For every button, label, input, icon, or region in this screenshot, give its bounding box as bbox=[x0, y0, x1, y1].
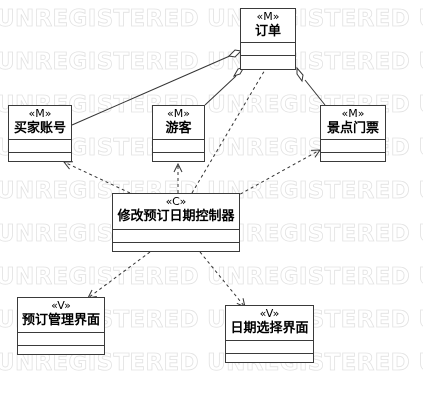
class-booking-management-ui[interactable]: «V» 预订管理界面 bbox=[17, 297, 105, 355]
class-order[interactable]: «M» 订单 bbox=[240, 8, 296, 70]
class-header: «M» 买家账号 bbox=[9, 106, 71, 140]
class-header: «M» 游客 bbox=[153, 106, 204, 140]
class-date-selection-ui[interactable]: «V» 日期选择界面 bbox=[225, 305, 314, 363]
class-name: 修改预订日期控制器 bbox=[117, 209, 235, 224]
stereotype-label: «V» bbox=[259, 307, 280, 320]
class-name: 游客 bbox=[165, 121, 192, 136]
stereotype-label: «M» bbox=[28, 107, 52, 120]
class-header: «M» 订单 bbox=[241, 9, 295, 43]
stereotype-label: «M» bbox=[341, 107, 365, 120]
class-name: 景点门票 bbox=[326, 121, 379, 136]
class-header: «V» 日期选择界面 bbox=[226, 306, 313, 341]
class-header: «M» 景点门票 bbox=[321, 106, 385, 140]
dependency-controller-to-seller-account bbox=[64, 162, 131, 194]
attributes-section bbox=[18, 333, 104, 346]
attributes-section bbox=[226, 341, 313, 354]
aggregation-diamond-seller-account bbox=[227, 49, 243, 58]
class-name: 订单 bbox=[254, 24, 281, 39]
class-header: «C» 修改预订日期控制器 bbox=[113, 194, 239, 230]
edge-tourist-to-order bbox=[204, 75, 237, 106]
attributes-section bbox=[9, 140, 71, 153]
attributes-section bbox=[153, 140, 204, 153]
dependency-controller-to-order bbox=[191, 58, 272, 194]
stereotype-label: «C» bbox=[165, 195, 187, 208]
aggregation-diamond-ticket bbox=[296, 66, 304, 83]
watermark-row: UNREGISTERED UNREGISTERED UNREGISTERED U… bbox=[0, 6, 423, 33]
class-modify-booking-date-controller[interactable]: «C» 修改预订日期控制器 bbox=[112, 193, 240, 252]
stereotype-label: «M» bbox=[167, 107, 190, 120]
dependency-controller-to-booking-ui bbox=[88, 251, 151, 298]
class-name: 日期选择界面 bbox=[230, 321, 309, 336]
attributes-section bbox=[321, 140, 385, 153]
attributes-section bbox=[241, 43, 295, 56]
attributes-section bbox=[113, 230, 239, 243]
stereotype-label: «V» bbox=[51, 299, 71, 312]
edge-ticket-to-order bbox=[304, 79, 326, 106]
class-seller-account[interactable]: «M» 买家账号 bbox=[8, 105, 72, 162]
stereotype-label: «M» bbox=[256, 10, 280, 23]
edge-seller-account-to-order bbox=[71, 54, 233, 126]
dependency-controller-to-ticket bbox=[234, 150, 320, 198]
watermark-row: UNREGISTERED UNREGISTERED UNREGISTERED U… bbox=[0, 264, 423, 291]
class-header: «V» 预订管理界面 bbox=[18, 298, 104, 333]
class-attraction-ticket[interactable]: «M» 景点门票 bbox=[320, 105, 386, 162]
class-tourist[interactable]: «M» 游客 bbox=[152, 105, 205, 162]
class-name: 买家账号 bbox=[13, 121, 66, 136]
watermark-row: UNREGISTERED UNREGISTERED UNREGISTERED U… bbox=[0, 49, 423, 76]
class-name: 预订管理界面 bbox=[21, 313, 100, 328]
dependency-controller-to-date-ui bbox=[199, 251, 245, 307]
